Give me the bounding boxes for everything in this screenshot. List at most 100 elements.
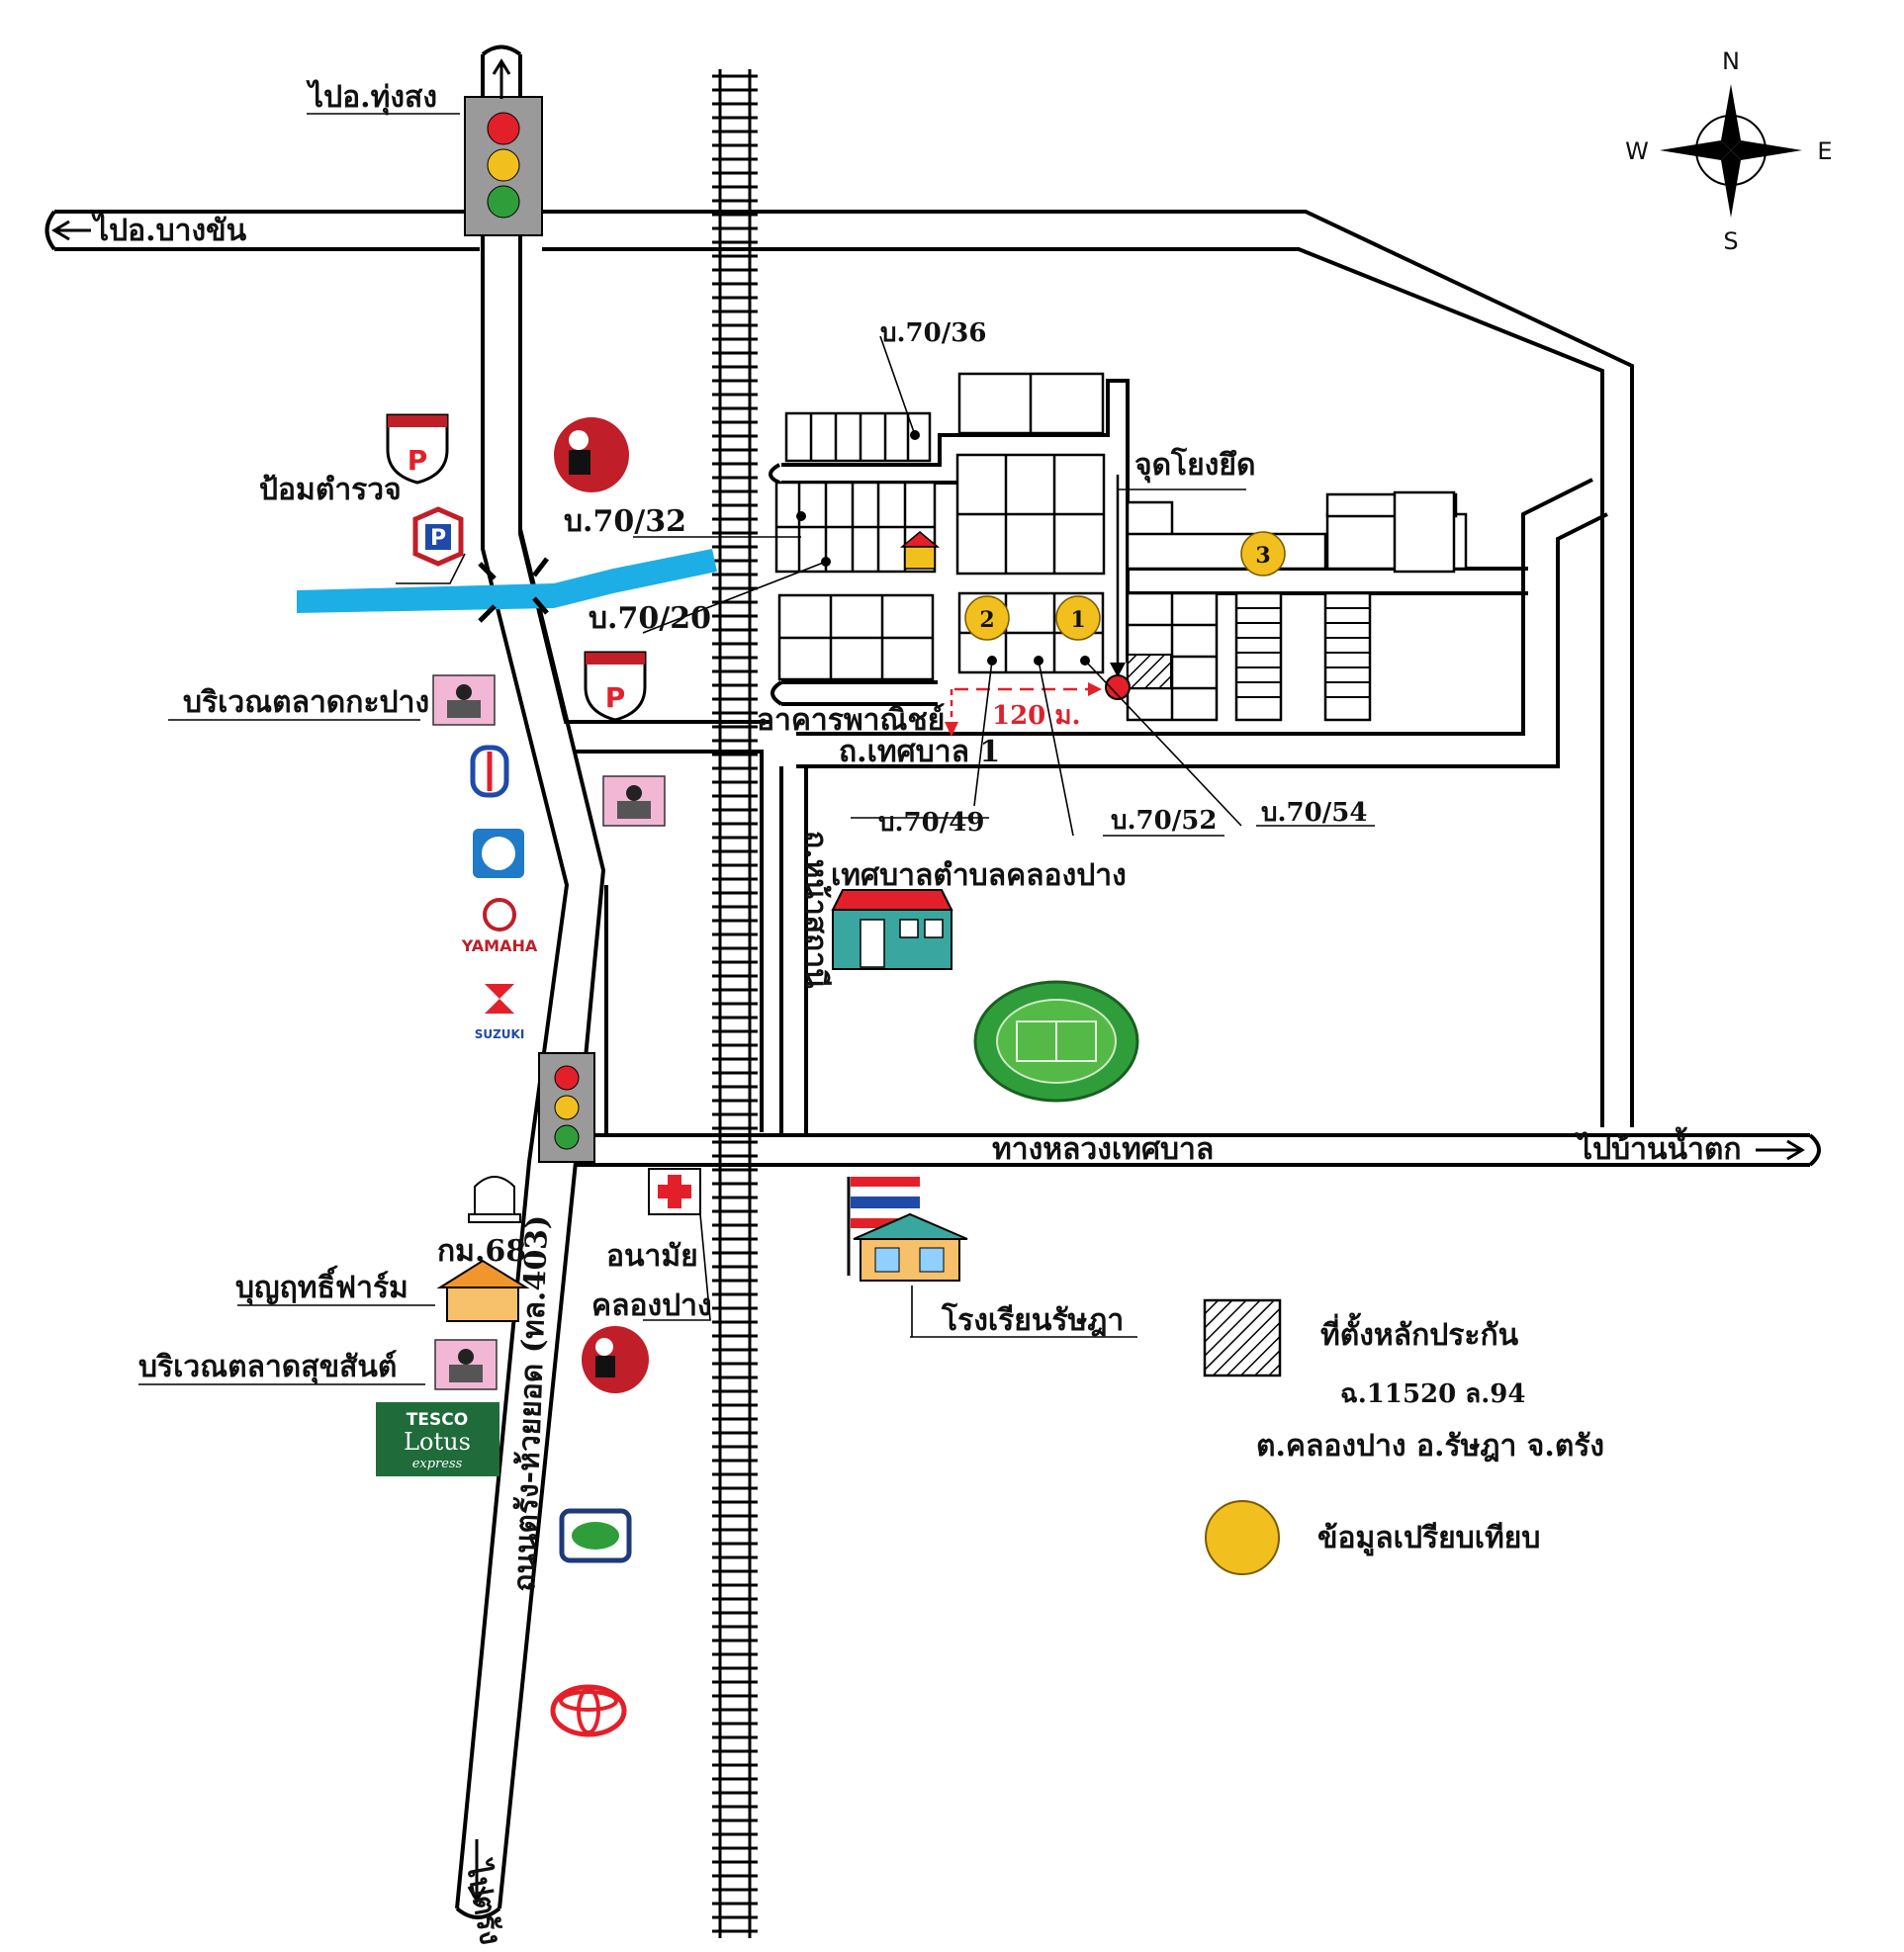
thetsaban1-north-edge [796,478,1593,736]
compass-east: E [1817,137,1832,165]
arrow-right-icon [1088,682,1102,696]
label-ref-point: จุดโยงยึด [1134,446,1255,484]
legend-collateral-label: ที่ตั้งหลักประกัน [1320,1312,1519,1353]
municipality-building-icon [831,889,953,970]
stadium-icon [973,980,1139,1103]
label-commercial-building: อาคารพาณิชย์ [757,703,945,738]
municipal-highway-cap [1808,1133,1821,1167]
comparable-marker: 3 [1240,531,1286,577]
house-icon [899,531,941,570]
highway-east-edge [498,54,606,1909]
highway-bottom-cap [455,1907,501,1919]
market-icon [602,775,666,827]
road-bang-khan-cap [45,210,56,251]
road-top-north-edge [54,210,1634,1127]
svg-text:P: P [605,681,626,714]
compass-west: W [1625,137,1649,165]
comparable-marker: 2 [964,595,1010,641]
leader-lines [138,113,1375,1385]
label-station-road: ถ.หน้าสถานี [798,831,833,989]
bank-icon [470,745,509,798]
label-sukhsan-market: บริเวณตลาดสุขสันต์ [138,1350,397,1385]
compass-south: S [1723,227,1738,255]
legend-collateral-swatch [1203,1298,1282,1377]
legend-deed: ฉ.11520 ล.94 [1340,1379,1525,1409]
ptt-station-icon: P [412,506,464,567]
bank-icon [473,829,524,878]
arrow-south-icon [467,1839,487,1905]
police-sign-icon: P [584,651,647,722]
road-inner-west2 [574,750,764,1132]
yamaha-icon: YAMAHA [461,898,538,955]
police-sign-icon: P [386,413,449,485]
label-house-70-20: บ.70/20 [589,601,711,636]
ref-point-marker [1105,674,1131,700]
label-municipal-highway: ทางหลวงเทศบาล [992,1132,1214,1167]
farm-house-icon [436,1259,530,1322]
svg-text:P: P [430,526,446,551]
school-icon [847,1177,968,1282]
restaurant-icon [582,1326,649,1393]
compass-rose: N S E W [1625,47,1832,255]
svg-text:YAMAHA: YAMAHA [461,936,538,955]
inner-road-c [771,680,938,706]
bridge [478,557,549,623]
label-to-bang-khan: ไปอ.บางขัน [91,213,247,248]
collateral-plot [1127,654,1172,689]
toyota-icon [550,1684,627,1737]
label-house-70-52: บ.70/52 [1111,806,1217,836]
road-top-south-edge [54,247,1604,1127]
arrow-north-icon [492,58,511,99]
label-police-box: ป้อมตำรวจ [259,473,402,507]
label-km-post: กม.68 [437,1234,526,1269]
label-health-center-2: คลองปาง [591,1288,712,1323]
inner-road-d [1128,567,1528,595]
label-distance: 120 ม. [992,701,1081,731]
label-kapang-market: บริเวณตลาดกะปาง [183,685,429,720]
road-inner-west [518,249,771,724]
label-municipality: เทศบาลตำบลคลองปาง [831,858,1127,893]
highway-top-cap [481,44,522,56]
label-to-trang: ไปตรัง [459,1856,509,1947]
label-to-ban-nam-tok: ไปบ้านน้ำตก [1575,1126,1742,1167]
building-blocks [774,372,1468,722]
svg-text:P: P [408,444,428,477]
label-house-70-36: บ.70/36 [880,318,986,348]
svg-text:1: 1 [1070,607,1085,633]
river [297,549,717,613]
bangchak-icon [559,1508,632,1563]
health-center-icon [648,1168,701,1215]
arrow-down-icon [1110,663,1126,677]
label-house-70-54: บ.70/54 [1261,798,1367,828]
comparable-marker: 1 [1055,595,1101,641]
arrow-east-icon [1756,1139,1805,1161]
market-icon [434,1339,498,1390]
thetsaban1-south-edge [796,512,1608,768]
svg-text:SUZUKI: SUZUKI [475,1027,525,1041]
traffic-light-icon [464,96,543,236]
inner-road-a [781,379,1130,663]
inner-road-b [769,463,957,485]
label-to-thung-song: ไปอ.ทุ่งสง [306,79,437,116]
svg-text:3: 3 [1255,543,1270,569]
suzuki-icon: SUZUKI [475,984,525,1041]
arrow-down-icon [945,722,958,737]
highway-west-edge [455,54,570,1909]
svg-text:express: express [412,1457,463,1471]
svg-text:TESCO: TESCO [407,1410,468,1430]
legend-comparison-swatch [1205,1500,1280,1575]
restaurant-icon [554,417,629,492]
label-thetsaban-1: ถ.เทศบาล 1 [839,735,1000,769]
label-ratsada-school: โรงเรียนรัษฎา [941,1301,1124,1338]
compass-north: N [1722,47,1740,75]
legend-location: ต.คลองปาง อ.รัษฎา จ.ตรัง [1256,1429,1604,1464]
svg-text:2: 2 [979,607,994,633]
label-boon-farm: บุญฤทธิ์ฟาร์ม [235,1265,408,1306]
legend-comparison-label: ข้อมูลเปรียบเทียบ [1317,1521,1540,1556]
house-point [796,511,806,521]
arrow-west-icon [51,220,91,241]
label-health-center-1: อนามัย [606,1239,698,1274]
market-icon [432,674,496,726]
label-house-70-49: บ.70/49 [878,808,984,838]
